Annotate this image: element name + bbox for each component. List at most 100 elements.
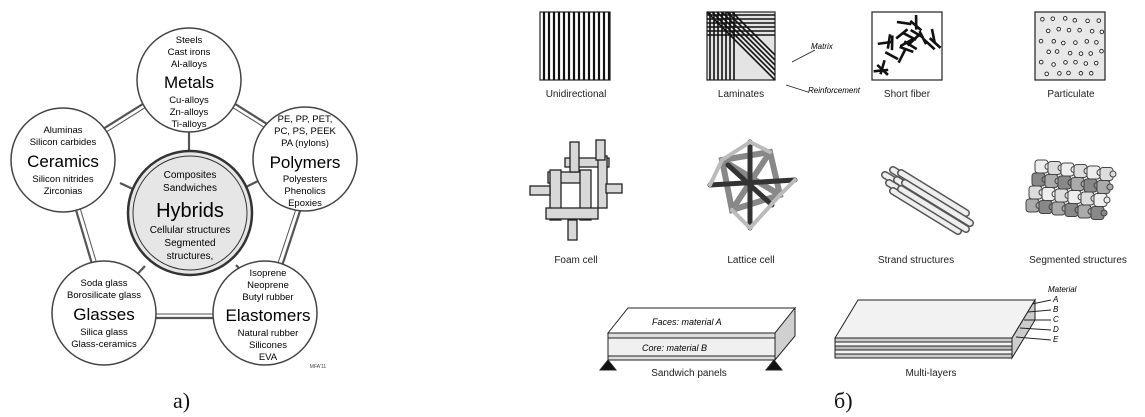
short-fiber	[873, 68, 889, 73]
particle	[1072, 18, 1078, 23]
multilayer-thumbnail: Material A B C D E	[834, 285, 1077, 360]
label-particulate: Particulate	[1047, 89, 1095, 100]
elastomers-title: Elastomers	[225, 306, 310, 325]
metals-line-6: Ti-alloys	[171, 119, 206, 130]
multilayer-layer-a: A	[1052, 295, 1058, 304]
particle	[1066, 27, 1072, 33]
ceramics-title: Ceramics	[27, 152, 99, 171]
laminate-diagonal-fiber	[721, 12, 775, 67]
node-elastomers: Isoprene Neoprene Butyl rubber Elastomer…	[212, 260, 318, 366]
strand-rod-highlight	[890, 188, 961, 234]
sandwich-panel-thumbnail: Faces: material A Core: material B	[598, 306, 797, 371]
sandwich-core-label: Core: material B	[642, 343, 707, 353]
polymers-line-5: Phenolics	[284, 186, 325, 197]
particle	[1099, 48, 1104, 54]
particle	[1094, 40, 1099, 45]
particle	[1078, 71, 1084, 76]
metals-title: Metals	[164, 73, 214, 92]
hub-line-3: Cellular structures	[150, 225, 231, 236]
short-fiber	[899, 45, 914, 54]
multilayer-layer-b: B	[1053, 305, 1059, 314]
short-fiber	[899, 37, 914, 48]
particle	[1073, 40, 1078, 45]
polymers-line-6: Epoxies	[288, 198, 322, 209]
short-fiber	[910, 28, 924, 39]
caption-a: а)	[173, 388, 191, 413]
elastomers-line-4: Natural rubber	[238, 328, 299, 339]
hub-node-hybrids: Composites Sandwiches Hybrids Cellular s…	[126, 149, 254, 277]
label-strand: Strand structures	[877, 255, 955, 266]
short-fiber	[876, 63, 889, 76]
elastomers-line-5: Silicones	[249, 340, 287, 351]
particle	[1054, 49, 1060, 54]
structures-diagram: Matrix Reinforcement	[529, 11, 1117, 371]
elastomers-line-1: Isoprene	[250, 268, 287, 279]
node-metals: Steels Cast irons Al-alloys Metals Cu-al…	[136, 27, 242, 133]
particle	[1067, 50, 1073, 56]
particle	[1038, 59, 1044, 65]
particle	[1063, 60, 1068, 65]
particle	[1056, 26, 1061, 32]
laminate-diagonal-fiber	[711, 12, 775, 77]
metals-line-3: Al-alloys	[171, 59, 207, 70]
particle	[1085, 18, 1090, 24]
short-fiber	[902, 31, 917, 42]
elastomers-line-6: EVA	[259, 352, 278, 363]
polymers-title: Polymers	[270, 153, 341, 172]
puzzle-knob	[1103, 196, 1111, 204]
laminate-diagonal-fiber	[716, 12, 775, 72]
polymers-line-1: PE, PP, PET,	[278, 114, 333, 125]
strand-rod-highlight	[898, 186, 969, 232]
laminates-matrix-label: Matrix	[811, 42, 834, 51]
particle	[1040, 17, 1045, 22]
multilayer-layer-e: E	[1053, 335, 1059, 344]
foam-cell-thumbnail	[529, 139, 623, 241]
glasses-title: Glasses	[73, 305, 134, 324]
short-fiber	[884, 51, 899, 61]
particle	[1057, 71, 1062, 76]
strand-rod-highlight	[898, 170, 969, 216]
particle	[1089, 28, 1095, 34]
node-polymers: PE, PP, PET, PC, PS, PEEK PA (nylons) Po…	[252, 106, 358, 212]
laminates-thumbnail: Matrix Reinforcement	[706, 11, 861, 95]
node-glasses: Soda glass Borosilicate glass Glasses Si…	[51, 260, 157, 366]
glasses-line-3: Silica glass	[80, 327, 128, 338]
ceramics-line-3: Silicon nitrides	[32, 174, 93, 185]
particle	[1073, 59, 1078, 65]
laminate-diagonal-fiber	[731, 12, 775, 57]
lattice-cell-thumbnail	[707, 139, 798, 231]
label-short-fiber: Short fiber	[883, 89, 931, 100]
ceramics-line-4: Zirconias	[44, 186, 83, 197]
glasses-line-4: Glass-ceramics	[71, 339, 137, 350]
elastomers-line-3: Butyl rubber	[242, 292, 293, 303]
laminate-diagonal-fiber	[707, 12, 775, 80]
hub-line-2: Sandwiches	[163, 183, 217, 194]
particle	[1046, 49, 1051, 55]
particle	[1045, 28, 1051, 34]
metals-line-1: Steels	[176, 35, 203, 46]
short-fiber-thumbnail	[871, 11, 943, 81]
particle	[1066, 70, 1071, 76]
multilayer-material-label: Material	[1048, 285, 1077, 294]
particle	[1051, 39, 1057, 44]
label-foam-cell: Foam cell	[554, 255, 598, 266]
puzzle-knob	[1106, 183, 1114, 191]
elastomers-line-2: Neoprene	[247, 280, 289, 291]
unidirectional-thumbnail	[539, 11, 611, 81]
short-fiber	[897, 49, 907, 64]
polymers-line-3: PA (nylons)	[281, 138, 329, 149]
label-laminates: Laminates	[717, 89, 765, 100]
hub-title: Hybrids	[156, 200, 224, 222]
ceramics-line-1: Aluminas	[43, 125, 82, 136]
laminate-diagonal-fiber	[726, 12, 775, 62]
laminates-reinforcement-label: Reinforcement	[808, 86, 861, 95]
node-ceramics: Aluminas Silicon carbides Ceramics Silic…	[10, 107, 116, 213]
short-fiber	[895, 28, 909, 40]
particulate-thumbnail	[1034, 11, 1106, 81]
metals-line-4: Cu-alloys	[169, 95, 209, 106]
particle	[1084, 39, 1090, 44]
ceramics-line-2: Silicon carbides	[30, 137, 97, 148]
hub-line-5: structures,	[167, 251, 214, 262]
strand-rod	[897, 169, 970, 217]
strand-thumbnail	[881, 166, 974, 235]
